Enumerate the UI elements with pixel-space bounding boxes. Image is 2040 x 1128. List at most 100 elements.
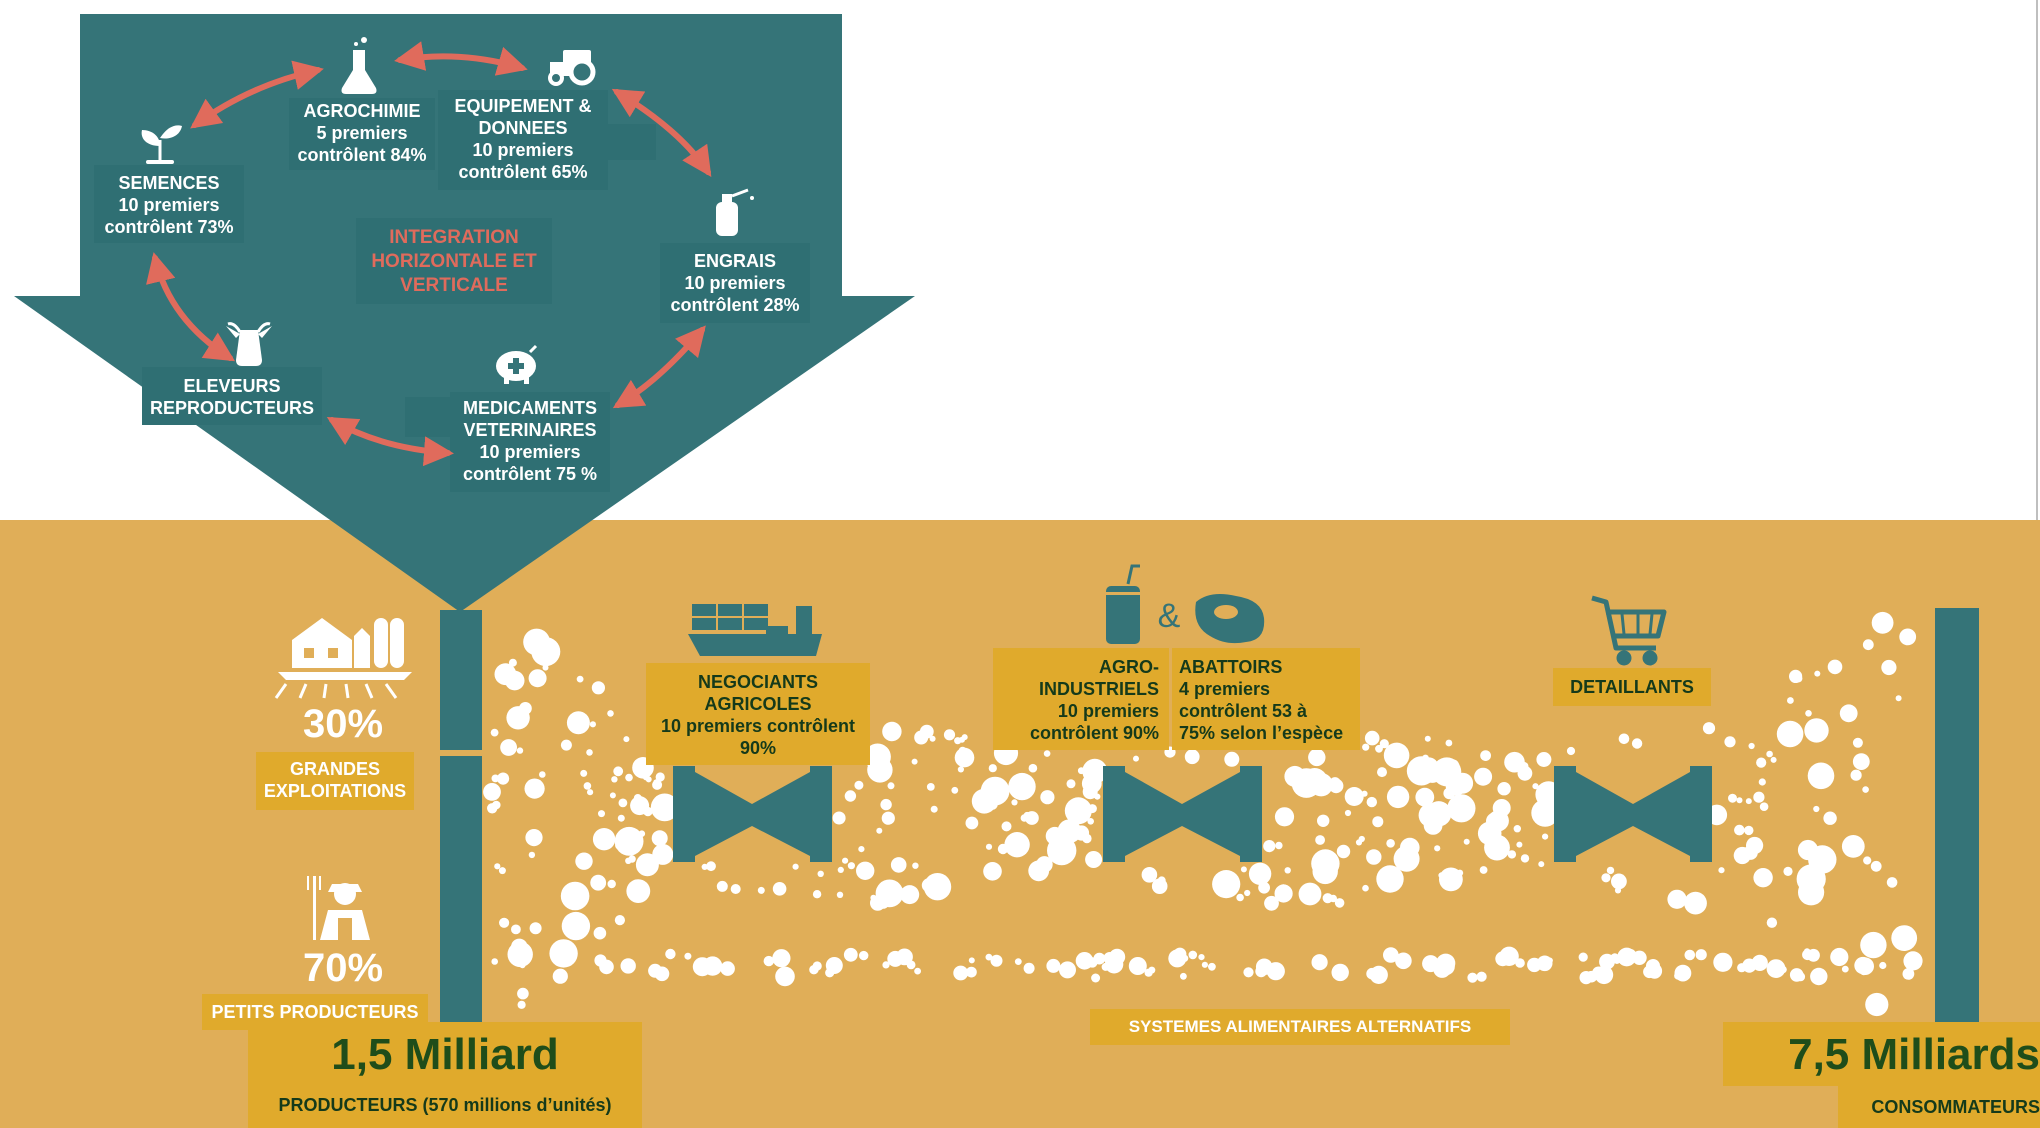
bubble [1304,886,1317,899]
bubble [1902,968,1915,980]
bubble [1240,866,1247,873]
bubble [859,950,869,961]
negociants-label: NEGOCIANTS AGRICOLES 10 premiers contrôl… [660,672,856,758]
cow-icon [226,322,272,366]
bubble [635,853,659,877]
bubble [1860,931,1887,959]
bubble [1618,733,1630,745]
bubble [1804,718,1829,743]
bubble [1679,895,1687,902]
bubble [1585,970,1598,983]
alternatives-box [1090,1009,1510,1045]
bubble [1891,925,1918,951]
bubble [609,792,616,799]
bubble [499,917,510,928]
arrow-semences-agrochimie [190,60,324,129]
bubble [1841,965,1849,973]
bubble [1334,898,1345,908]
bubble [492,800,501,810]
small-farms-percent: 70% [302,946,384,990]
bubble [943,729,956,741]
bubble [1833,954,1842,962]
bubble [882,961,890,969]
bubble [1766,750,1773,758]
bubble [968,957,975,964]
bubble [980,776,1010,806]
bubble [1028,763,1038,773]
bubble [1674,964,1692,982]
bubble [1492,799,1511,817]
bubble [1748,742,1755,750]
bubble [1082,784,1098,800]
bubble [494,663,517,686]
bubble [1745,798,1752,805]
bubble [881,811,895,825]
bubble [1743,845,1758,860]
detaillants-label: DETAILLANTS [1570,677,1694,697]
bubble [812,890,822,899]
bubble [560,881,590,911]
bubble [1173,947,1187,961]
bubble [1376,865,1404,893]
bubble [1362,743,1370,751]
bubble [1480,750,1491,761]
agrochimie-label: AGROCHIMIE 5 premiers contrôlent 84% [297,101,427,165]
bubble [1862,786,1869,793]
engrais-label: ENGRAIS 10 premiers contrôlent 28% [670,251,800,315]
bubble [1497,782,1511,796]
bubble [1415,787,1435,807]
bubble [702,956,723,976]
bubble [1043,750,1051,757]
bubble [716,880,728,892]
bubble [844,790,857,802]
bubble [1064,797,1092,825]
bubble [1713,952,1733,972]
bubble [586,749,593,756]
bubble [1852,737,1863,748]
bubble [1366,849,1382,865]
bubble [1014,958,1022,965]
bubble [1383,742,1410,769]
bubble [1724,736,1736,748]
bubble [630,796,650,816]
bubble [958,746,967,755]
bubble [1101,962,1110,971]
bubble [1702,722,1716,735]
bubble [1532,783,1539,790]
bubble [1684,949,1696,961]
bubble [517,987,529,1000]
bubble [1463,838,1470,845]
bubble [1224,751,1240,767]
bubble [491,958,499,965]
bubble [559,953,568,962]
bubble [1087,818,1094,825]
bubble [1180,972,1187,980]
bubble [763,955,774,967]
bubble [1486,812,1503,830]
bubble [1255,965,1268,978]
bubble [1770,756,1777,763]
bubble [617,814,625,822]
engrais-box [660,243,810,323]
bubble [1393,845,1420,872]
bottleneck-detaillants [1554,766,1712,862]
medicaments-box-tab [405,397,455,437]
bubble [1718,867,1725,874]
bubble [1751,954,1768,972]
bubble [1814,670,1821,677]
bubble [1827,659,1843,675]
bubble [701,863,708,871]
bubble [858,846,865,853]
bubble [587,789,594,796]
bubble [1617,947,1637,967]
bubble [1133,755,1139,762]
bubble [1606,866,1615,875]
bubble [1789,669,1803,684]
bubble [528,851,536,859]
bubble [1759,802,1769,811]
bubble [1040,790,1055,805]
bubble [1312,858,1338,885]
eleveurs-box [142,367,322,425]
semences-box [94,165,244,243]
